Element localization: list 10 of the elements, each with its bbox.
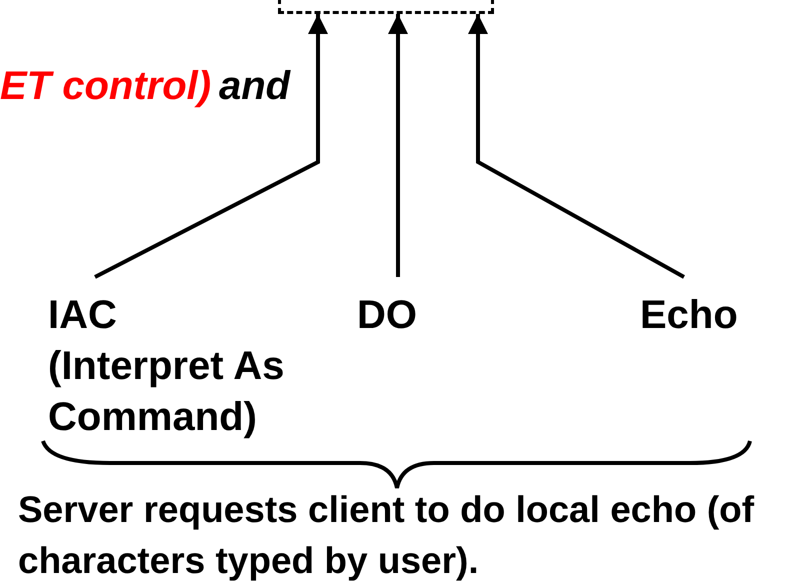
node-label: IAC <box>48 292 118 339</box>
caption-text: Server requests client to do local echo (of characters typed by user). <box>18 488 756 583</box>
node-label: Echo <box>640 292 739 339</box>
arrow <box>468 14 685 279</box>
arrow <box>94 14 328 279</box>
node-label: DO <box>357 292 418 339</box>
node-label: (Interpret As Command) <box>48 343 286 441</box>
annotation-text: ET control) <box>0 63 212 110</box>
annotation-text: and <box>219 63 290 110</box>
arrow <box>388 14 408 277</box>
